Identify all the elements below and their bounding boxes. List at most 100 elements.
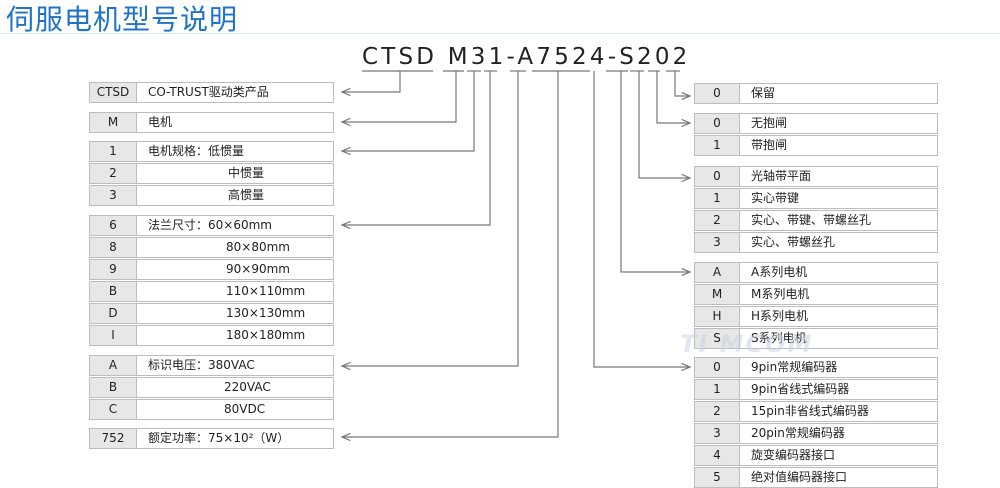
list-item: 1 9pin省线式编码器 xyxy=(694,379,938,400)
list-item: M M系列电机 xyxy=(694,284,938,305)
row-desc: 20pin常规编码器 xyxy=(751,426,845,440)
list-item: D 130×130mm xyxy=(89,303,334,324)
row-code: B xyxy=(90,378,137,397)
row-code: 1 xyxy=(695,189,740,208)
row-code: 1 xyxy=(695,136,740,155)
list-item: B 220VAC xyxy=(89,377,334,398)
row-desc: 旋变编码器接口 xyxy=(751,448,836,462)
row-desc: 110×110mm xyxy=(226,284,306,298)
row-desc: 无抱闸 xyxy=(751,116,788,130)
row-code: 6 xyxy=(90,216,137,235)
row-code: 9 xyxy=(90,260,137,279)
row-code: 0 xyxy=(695,84,740,103)
row-code: 4 xyxy=(695,446,740,465)
row-desc: 实心、带螺丝孔 xyxy=(751,235,836,249)
row-code: H xyxy=(695,307,740,326)
list-item: 3 20pin常规编码器 xyxy=(694,423,938,444)
list-item: S S系列电机 xyxy=(694,328,938,349)
list-item: C 80VDC xyxy=(89,399,334,420)
row-desc: CO-TRUST驱动类产品 xyxy=(148,85,269,99)
list-item: 2 中惯量 xyxy=(89,163,334,184)
page-title: 伺服电机型号说明 xyxy=(6,3,239,36)
list-item: 0 光轴带平面 xyxy=(694,166,938,187)
row-code: M xyxy=(695,285,740,304)
row-desc: 80VDC xyxy=(224,402,266,416)
row-desc: 80×80mm xyxy=(226,240,290,254)
list-item: M 电机 xyxy=(89,112,334,133)
list-item: 1 电机规格：低惯量 xyxy=(89,141,334,162)
row-code: 0 xyxy=(695,167,740,186)
list-item: 5 绝对值编码器接口 xyxy=(694,467,938,488)
row-code: 5 xyxy=(695,468,740,487)
row-code: 3 xyxy=(90,186,137,205)
list-item: 0 9pin常规编码器 xyxy=(694,357,938,378)
row-desc: 中惯量 xyxy=(228,166,265,180)
row-desc: 90×90mm xyxy=(226,262,290,276)
list-item: 4 旋变编码器接口 xyxy=(694,445,938,466)
row-code: D xyxy=(90,304,137,323)
list-item: 752 额定功率：75×10²（W） xyxy=(89,428,334,449)
list-item: 0 无抱闸 xyxy=(694,113,938,134)
list-item: 6 法兰尺寸：60×60mm xyxy=(89,215,334,236)
row-desc: 带抱闸 xyxy=(751,138,788,152)
row-desc: 15pin非省线式编码器 xyxy=(751,404,869,418)
row-code: 3 xyxy=(695,233,740,252)
row-desc: 电机 xyxy=(148,115,173,129)
list-item: 2 15pin非省线式编码器 xyxy=(694,401,938,422)
row-desc: 额定功率：75×10²（W） xyxy=(148,431,290,445)
row-desc: 保留 xyxy=(751,86,776,100)
row-code: 1 xyxy=(90,142,137,161)
row-code: C xyxy=(90,400,137,419)
row-code: 0 xyxy=(695,358,740,377)
row-desc: 9pin省线式编码器 xyxy=(751,382,850,396)
row-desc: 标识电压：380VAC xyxy=(148,358,255,372)
row-code: 752 xyxy=(90,429,137,448)
row-desc: 实心带键 xyxy=(751,191,800,205)
list-item: 8 80×80mm xyxy=(89,237,334,258)
list-item: H H系列电机 xyxy=(694,306,938,327)
row-code: 3 xyxy=(695,424,740,443)
row-desc: 绝对值编码器接口 xyxy=(751,470,848,484)
row-desc: 180×180mm xyxy=(226,328,306,342)
list-item: B 110×110mm xyxy=(89,281,334,302)
list-item: 3 高惯量 xyxy=(89,185,334,206)
list-item: 1 带抱闸 xyxy=(694,135,938,156)
list-item: 3 实心、带螺丝孔 xyxy=(694,232,938,253)
watermark: TI MCOM xyxy=(680,330,814,358)
list-item: 1 实心带键 xyxy=(694,188,938,209)
row-code: A xyxy=(695,263,740,282)
list-item: 0 保留 xyxy=(694,83,938,104)
row-desc: 220VAC xyxy=(224,380,271,394)
row-code: A xyxy=(90,356,137,375)
row-code: 2 xyxy=(695,402,740,421)
row-desc: 实心、带键、带螺丝孔 xyxy=(751,213,872,227)
row-code: 2 xyxy=(90,164,137,183)
list-item: A A系列电机 xyxy=(694,262,938,283)
row-code: S xyxy=(695,329,740,348)
list-item: CTSD CO-TRUST驱动类产品 xyxy=(89,82,334,103)
row-desc: 9pin常规编码器 xyxy=(751,360,838,374)
row-code: 2 xyxy=(695,211,740,230)
row-code: 8 xyxy=(90,238,137,257)
row-desc: 高惯量 xyxy=(228,188,265,202)
list-item: 2 实心、带键、带螺丝孔 xyxy=(694,210,938,231)
row-code: CTSD xyxy=(90,83,137,102)
list-item: A 标识电压：380VAC xyxy=(89,355,334,376)
title-divider xyxy=(0,33,1000,34)
model-code: CTSD M31-A7524-S202 xyxy=(362,44,691,70)
row-code: M xyxy=(90,113,137,132)
row-desc: 130×130mm xyxy=(226,306,306,320)
list-item: I 180×180mm xyxy=(89,325,334,346)
row-desc: 法兰尺寸：60×60mm xyxy=(148,218,272,232)
list-item: 9 90×90mm xyxy=(89,259,334,280)
row-code: I xyxy=(90,326,137,345)
row-code: 0 xyxy=(695,114,740,133)
row-desc: M系列电机 xyxy=(751,287,810,301)
row-desc: 光轴带平面 xyxy=(751,169,812,183)
row-desc: H系列电机 xyxy=(751,309,809,323)
row-desc: 电机规格：低惯量 xyxy=(148,144,245,158)
row-desc: A系列电机 xyxy=(751,265,808,279)
row-code: B xyxy=(90,282,137,301)
row-desc: S系列电机 xyxy=(751,331,807,345)
